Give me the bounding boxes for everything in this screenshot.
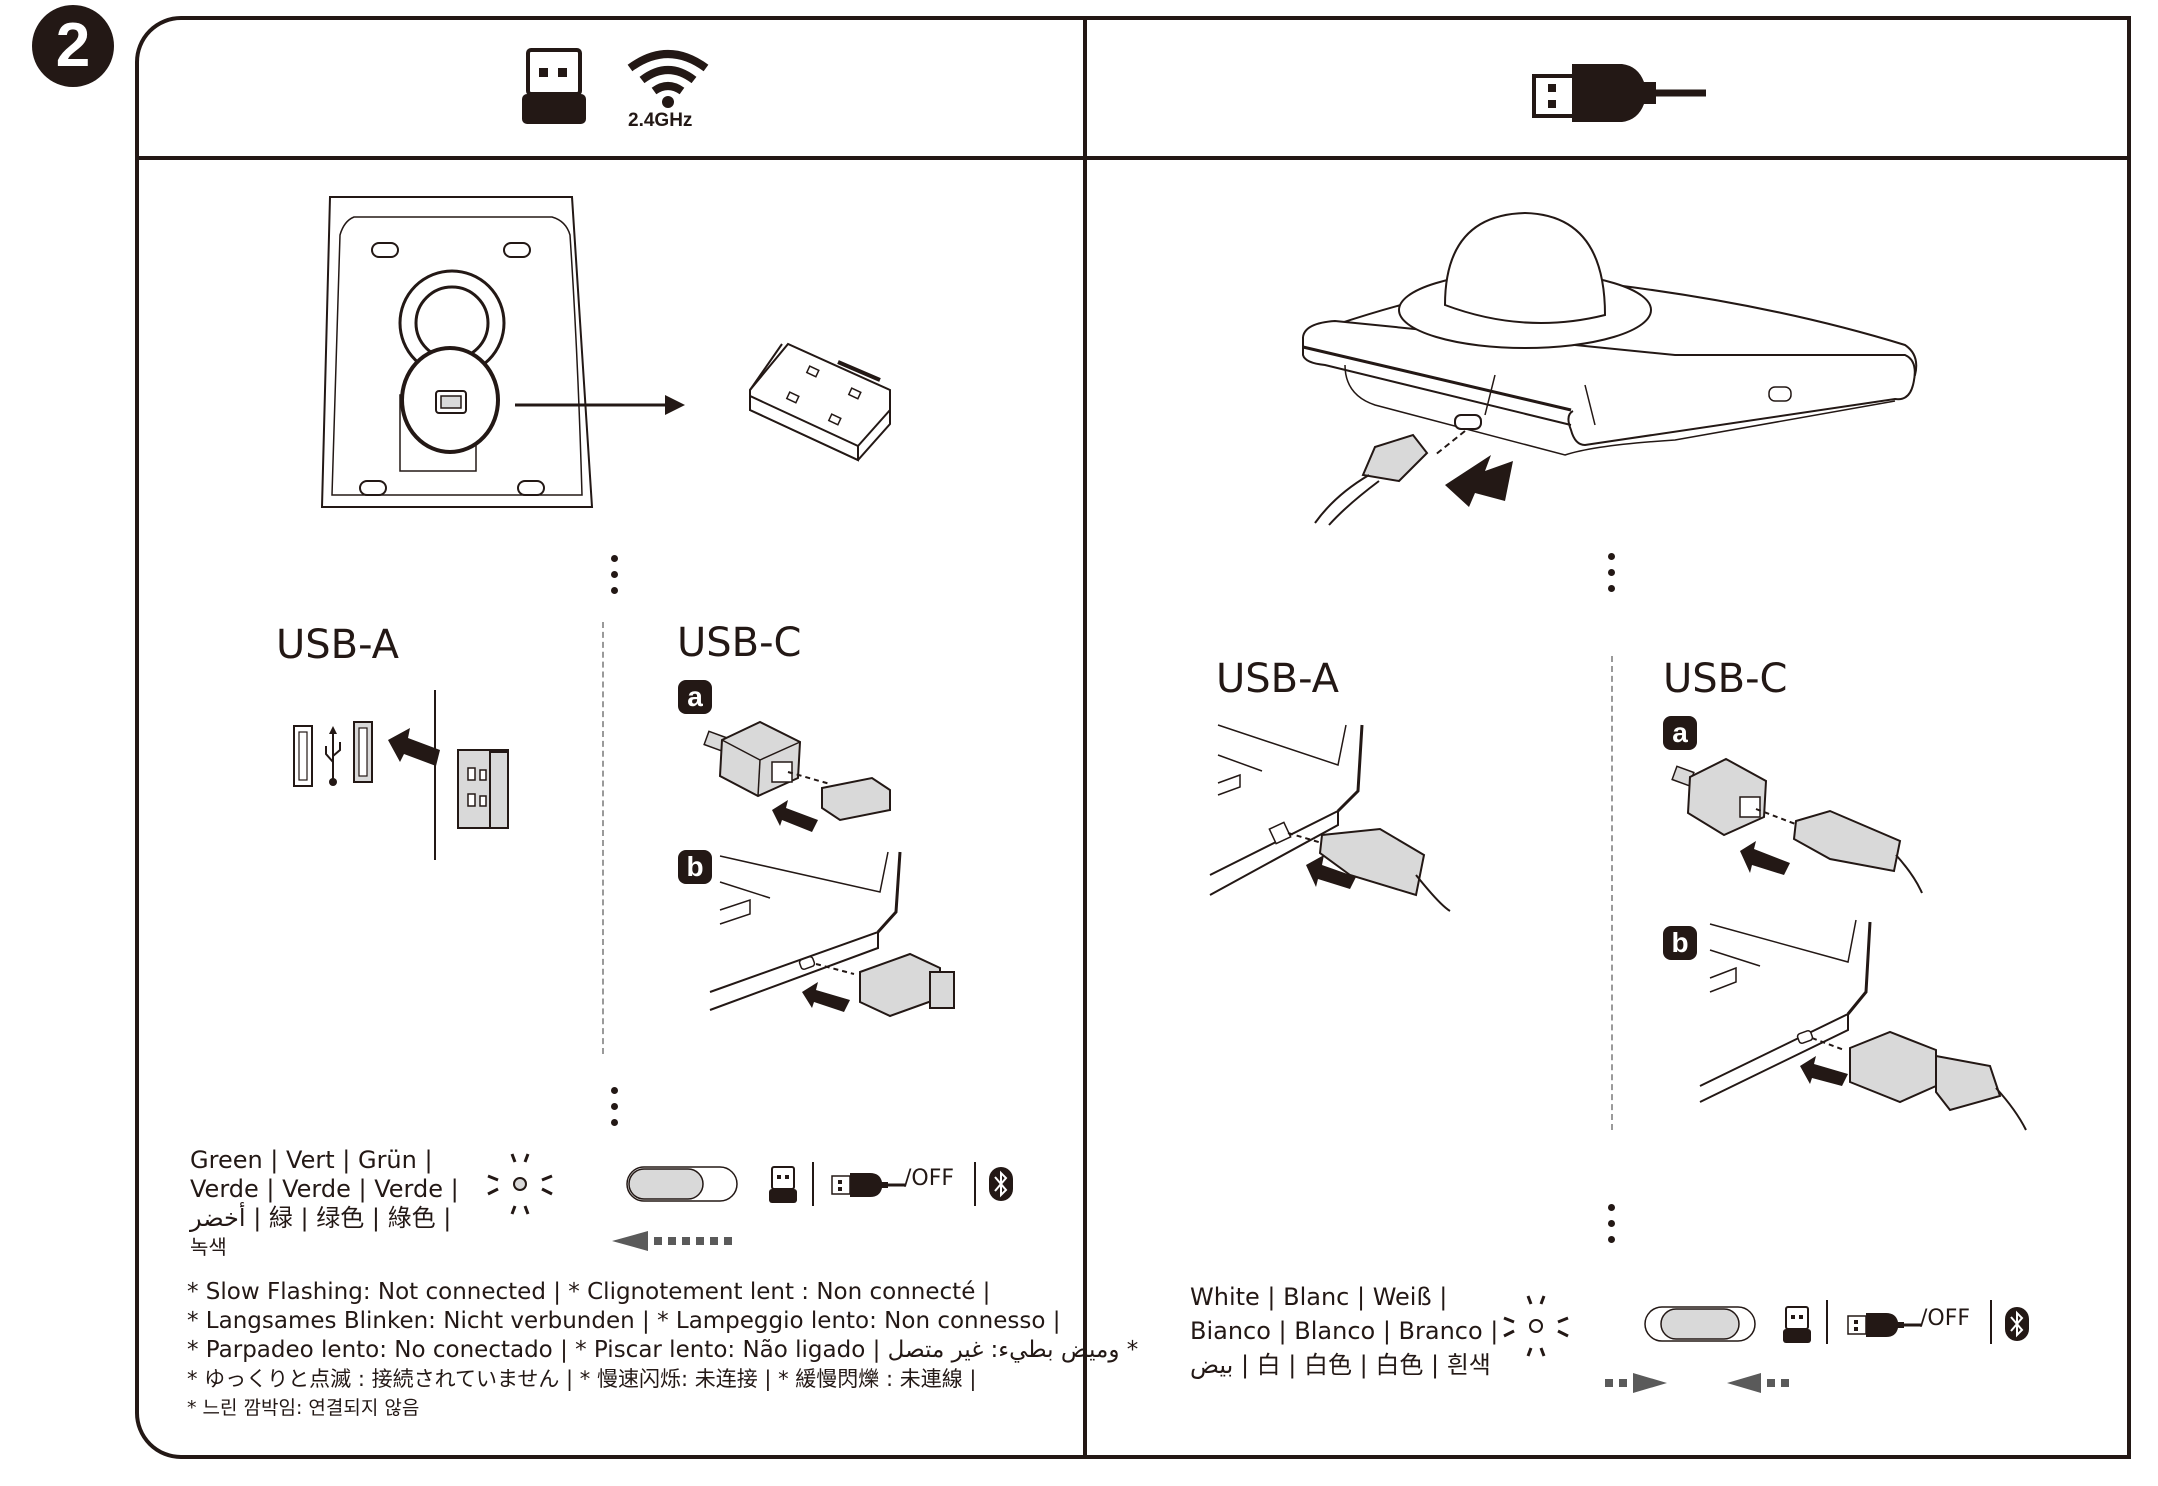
slide-right-arrow: [1605, 1373, 1667, 1393]
usb-dongle-icon: [1783, 1306, 1811, 1343]
usb-section-divider: [602, 622, 604, 1054]
slide-left-arrow: [1727, 1373, 1789, 1393]
led-color-label: Green | Vert | Grün | Verde | Verde | Ve…: [190, 1146, 459, 1259]
led-footnotes: * Slow Flashing: Not connected | * Clign…: [187, 1279, 1139, 1419]
usb-c-adapter-receiver-illustration: [703, 720, 891, 832]
continuation-dots: [1608, 553, 1615, 601]
usb-cable-icon: [831, 1173, 906, 1197]
usb-receiver-illustration: [749, 342, 891, 462]
usb-c-title: USB-C: [677, 620, 802, 666]
trackball-usb-c-illustration: [1302, 211, 1918, 526]
continuation-dots: [611, 1087, 618, 1135]
usb-cable-icon: [1532, 64, 1706, 122]
mouse-bottom-illustration: [320, 196, 594, 508]
usb-c-laptop-insert-illustration: [709, 851, 955, 1018]
led-flashing-icon: [487, 1153, 553, 1215]
usb-dongle-icon: [769, 1166, 797, 1203]
panel-divider: [1083, 16, 1087, 1459]
frequency-label: 2.4GHz: [628, 110, 693, 131]
usb-c-title: USB-C: [1663, 656, 1788, 702]
step-b-label: b: [678, 850, 712, 884]
usb-a-receiver-insert-illustration: [293, 690, 509, 860]
separator: [1826, 1300, 1828, 1344]
led-flashing-icon: [1503, 1295, 1569, 1357]
separator: [1990, 1300, 1992, 1344]
separator: [974, 1162, 976, 1206]
usb-a-title: USB-A: [1216, 656, 1340, 702]
step-a-label: a: [1663, 716, 1697, 750]
led-color-label: White | Blanc | Weiß | Bianco | Blanco |…: [1190, 1283, 1499, 1379]
separator: [812, 1162, 814, 1206]
slide-left-arrow: [612, 1231, 732, 1251]
usb-c-adapter-cable-illustration: [1671, 757, 1923, 894]
removal-arrow: [515, 395, 685, 415]
off-label: /OFF: [904, 1166, 955, 1191]
usb-a-cable-laptop-illustration: [1209, 724, 1451, 912]
wireless-signal-icon: [627, 50, 709, 108]
header-divider: [135, 156, 2131, 160]
usb-c-laptop-cable-illustration: [1699, 919, 2027, 1131]
bluetooth-icon: [989, 1167, 1013, 1201]
mode-switch-left: [626, 1166, 738, 1202]
instruction-frame: [135, 16, 2131, 1459]
usb-a-title: USB-A: [276, 622, 400, 668]
mode-switch-middle: [1644, 1306, 1756, 1342]
continuation-dots: [1608, 1204, 1615, 1252]
usb-section-divider: [1611, 656, 1613, 1130]
step-b-label: b: [1663, 926, 1697, 960]
step-number-badge: 2: [32, 5, 114, 87]
usb-dongle-icon: [522, 48, 586, 124]
bluetooth-icon: [2005, 1307, 2029, 1341]
continuation-dots: [611, 555, 618, 603]
step-a-label: a: [678, 680, 712, 714]
usb-cable-icon: [1847, 1313, 1922, 1337]
off-label: /OFF: [1920, 1306, 1971, 1331]
